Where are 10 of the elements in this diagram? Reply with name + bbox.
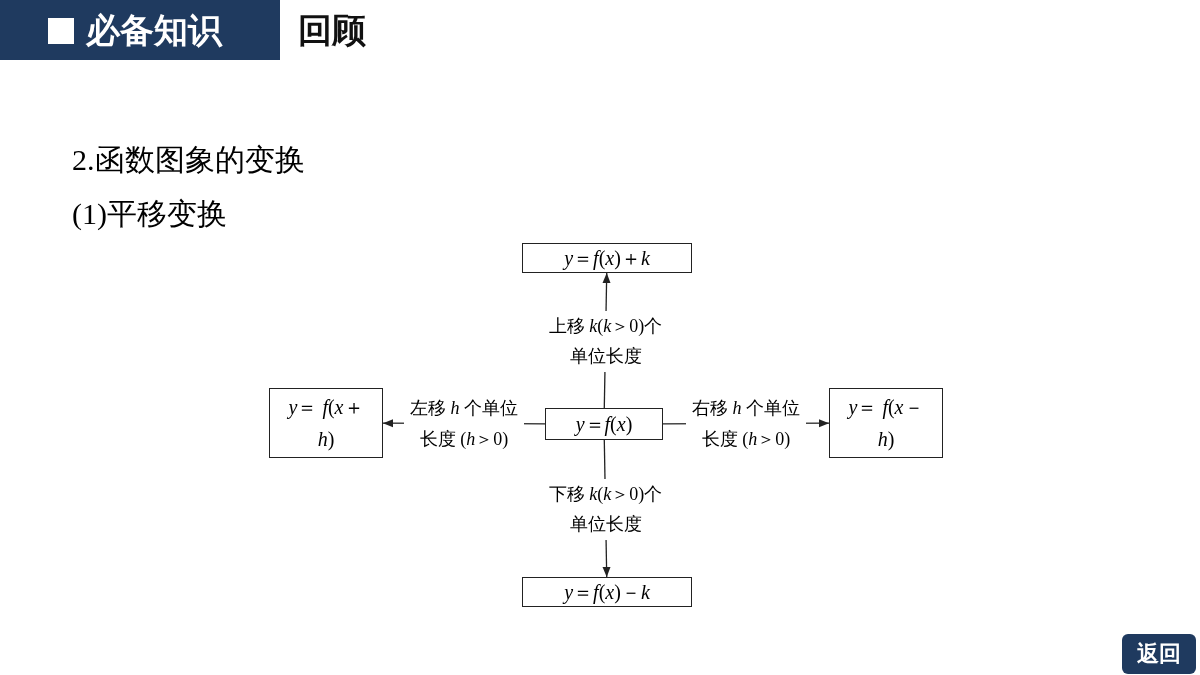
header-subtitle: 回顾: [298, 9, 366, 52]
back-button: 返回: [1122, 634, 1196, 674]
formula-box: y＝f(x)＋k: [522, 243, 692, 273]
section-heading: 2.函数图象的变换: [72, 142, 305, 178]
formula-box: y＝ f(x＋h): [269, 388, 383, 458]
header-title: 必备知识: [86, 9, 222, 52]
formula-box: y＝ f(x－h): [829, 388, 943, 458]
formula-box: y＝f(x): [545, 408, 663, 440]
formula-box: y＝f(x)－k: [522, 577, 692, 607]
subsection-heading: (1)平移变换: [72, 196, 227, 232]
